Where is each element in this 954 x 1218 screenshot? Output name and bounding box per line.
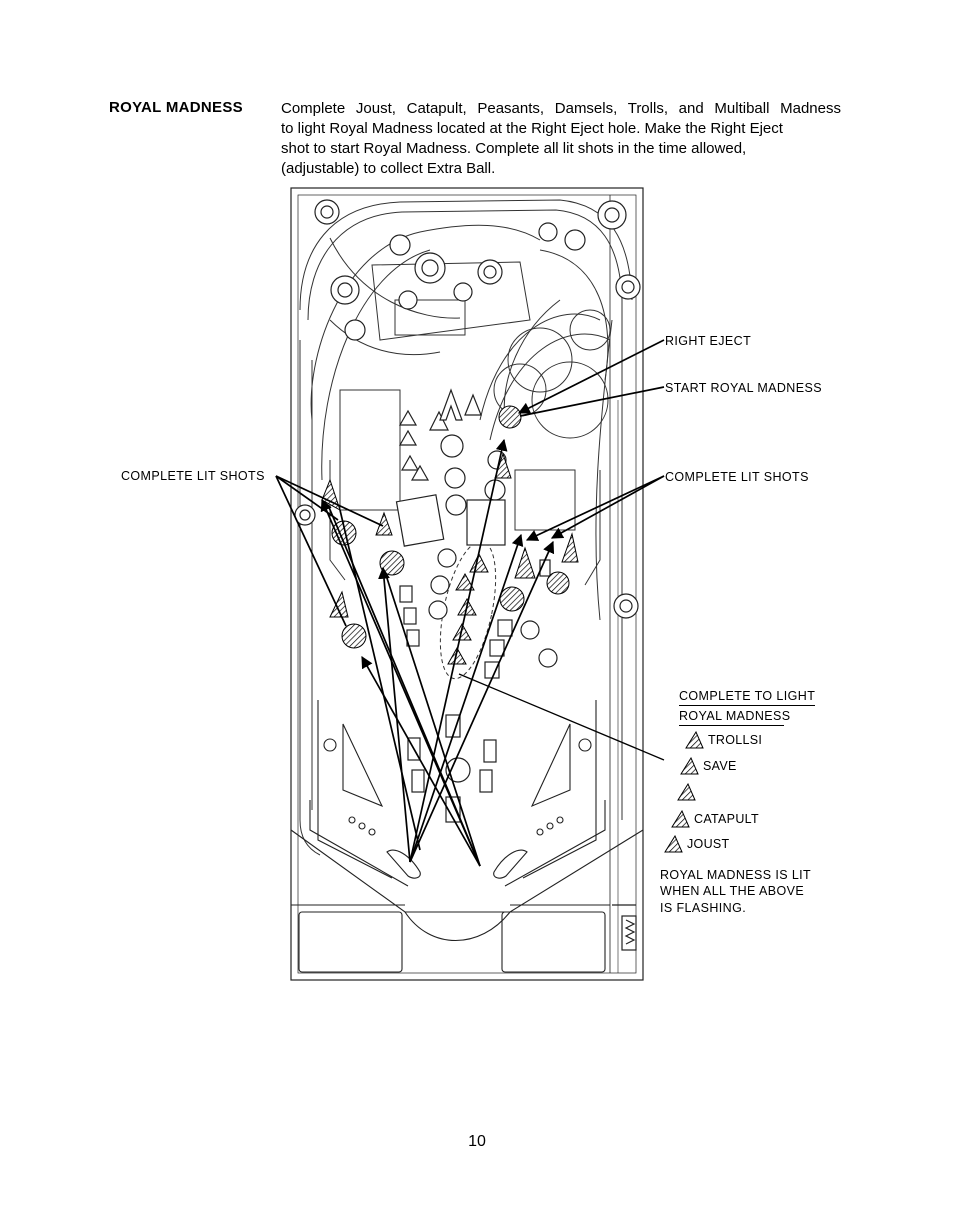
callout-complete-lit-shots-right: COMPLETE LIT SHOTS	[665, 470, 809, 484]
legend-note-line: WHEN ALL THE ABOVE	[660, 884, 805, 898]
legend-item-label: TROLLSI	[708, 733, 763, 747]
cabinet-outline	[290, 187, 644, 981]
section-description: Complete Joust, Catapult, Peasants, Dams…	[281, 99, 841, 179]
description-line: Complete Joust, Catapult, Peasants, Dams…	[281, 100, 841, 117]
callout-complete-lit-shots-left: COMPLETE LIT SHOTS	[121, 469, 265, 483]
hatched-triangle-icon	[671, 810, 690, 828]
callout-start-royal-madness: START ROYAL MADNESS	[665, 381, 822, 395]
pop-bumpers	[294, 199, 641, 619]
hatched-triangle-icon	[664, 835, 683, 853]
legend-item-label: SAVE	[703, 759, 737, 773]
lower-playfield	[290, 700, 644, 973]
callout-right-eject: RIGHT EJECT	[665, 334, 752, 348]
open-inserts	[395, 388, 558, 823]
legend-item-label: CATAPULT	[694, 812, 759, 826]
legend-item: SAVE	[679, 757, 737, 775]
legend-item-label: JOUST	[687, 837, 730, 851]
legend-item: CATAPULT	[670, 810, 759, 828]
hatched-triangle-icon	[677, 783, 696, 801]
hatched-triangle-icon	[680, 757, 699, 775]
lit-inserts	[321, 405, 579, 665]
hatched-triangle-icon	[685, 731, 704, 749]
legend-note-line: ROYAL MADNESS IS LIT	[660, 868, 812, 882]
legend-note-line: IS FLASHING.	[660, 901, 747, 915]
section-heading: ROYAL MADNESS	[109, 99, 243, 116]
legend-title-line2: ROYAL MADNESS	[679, 709, 790, 726]
description-line: shot to start Royal Madness. Complete al…	[281, 140, 747, 157]
description-line: to light Royal Madness located at the Ri…	[281, 120, 783, 137]
legend-item: JOUST	[663, 835, 729, 853]
page-number: 10	[468, 1133, 486, 1150]
legend-item: TROLLSI	[684, 731, 762, 749]
callout-arrows	[275, 339, 665, 867]
legend-title-line1: COMPLETE TO LIGHT	[679, 689, 816, 706]
legend-item	[676, 783, 700, 801]
description-line: (adjustable) to collect Extra Ball.	[281, 160, 496, 177]
playfield-rails	[299, 199, 633, 856]
